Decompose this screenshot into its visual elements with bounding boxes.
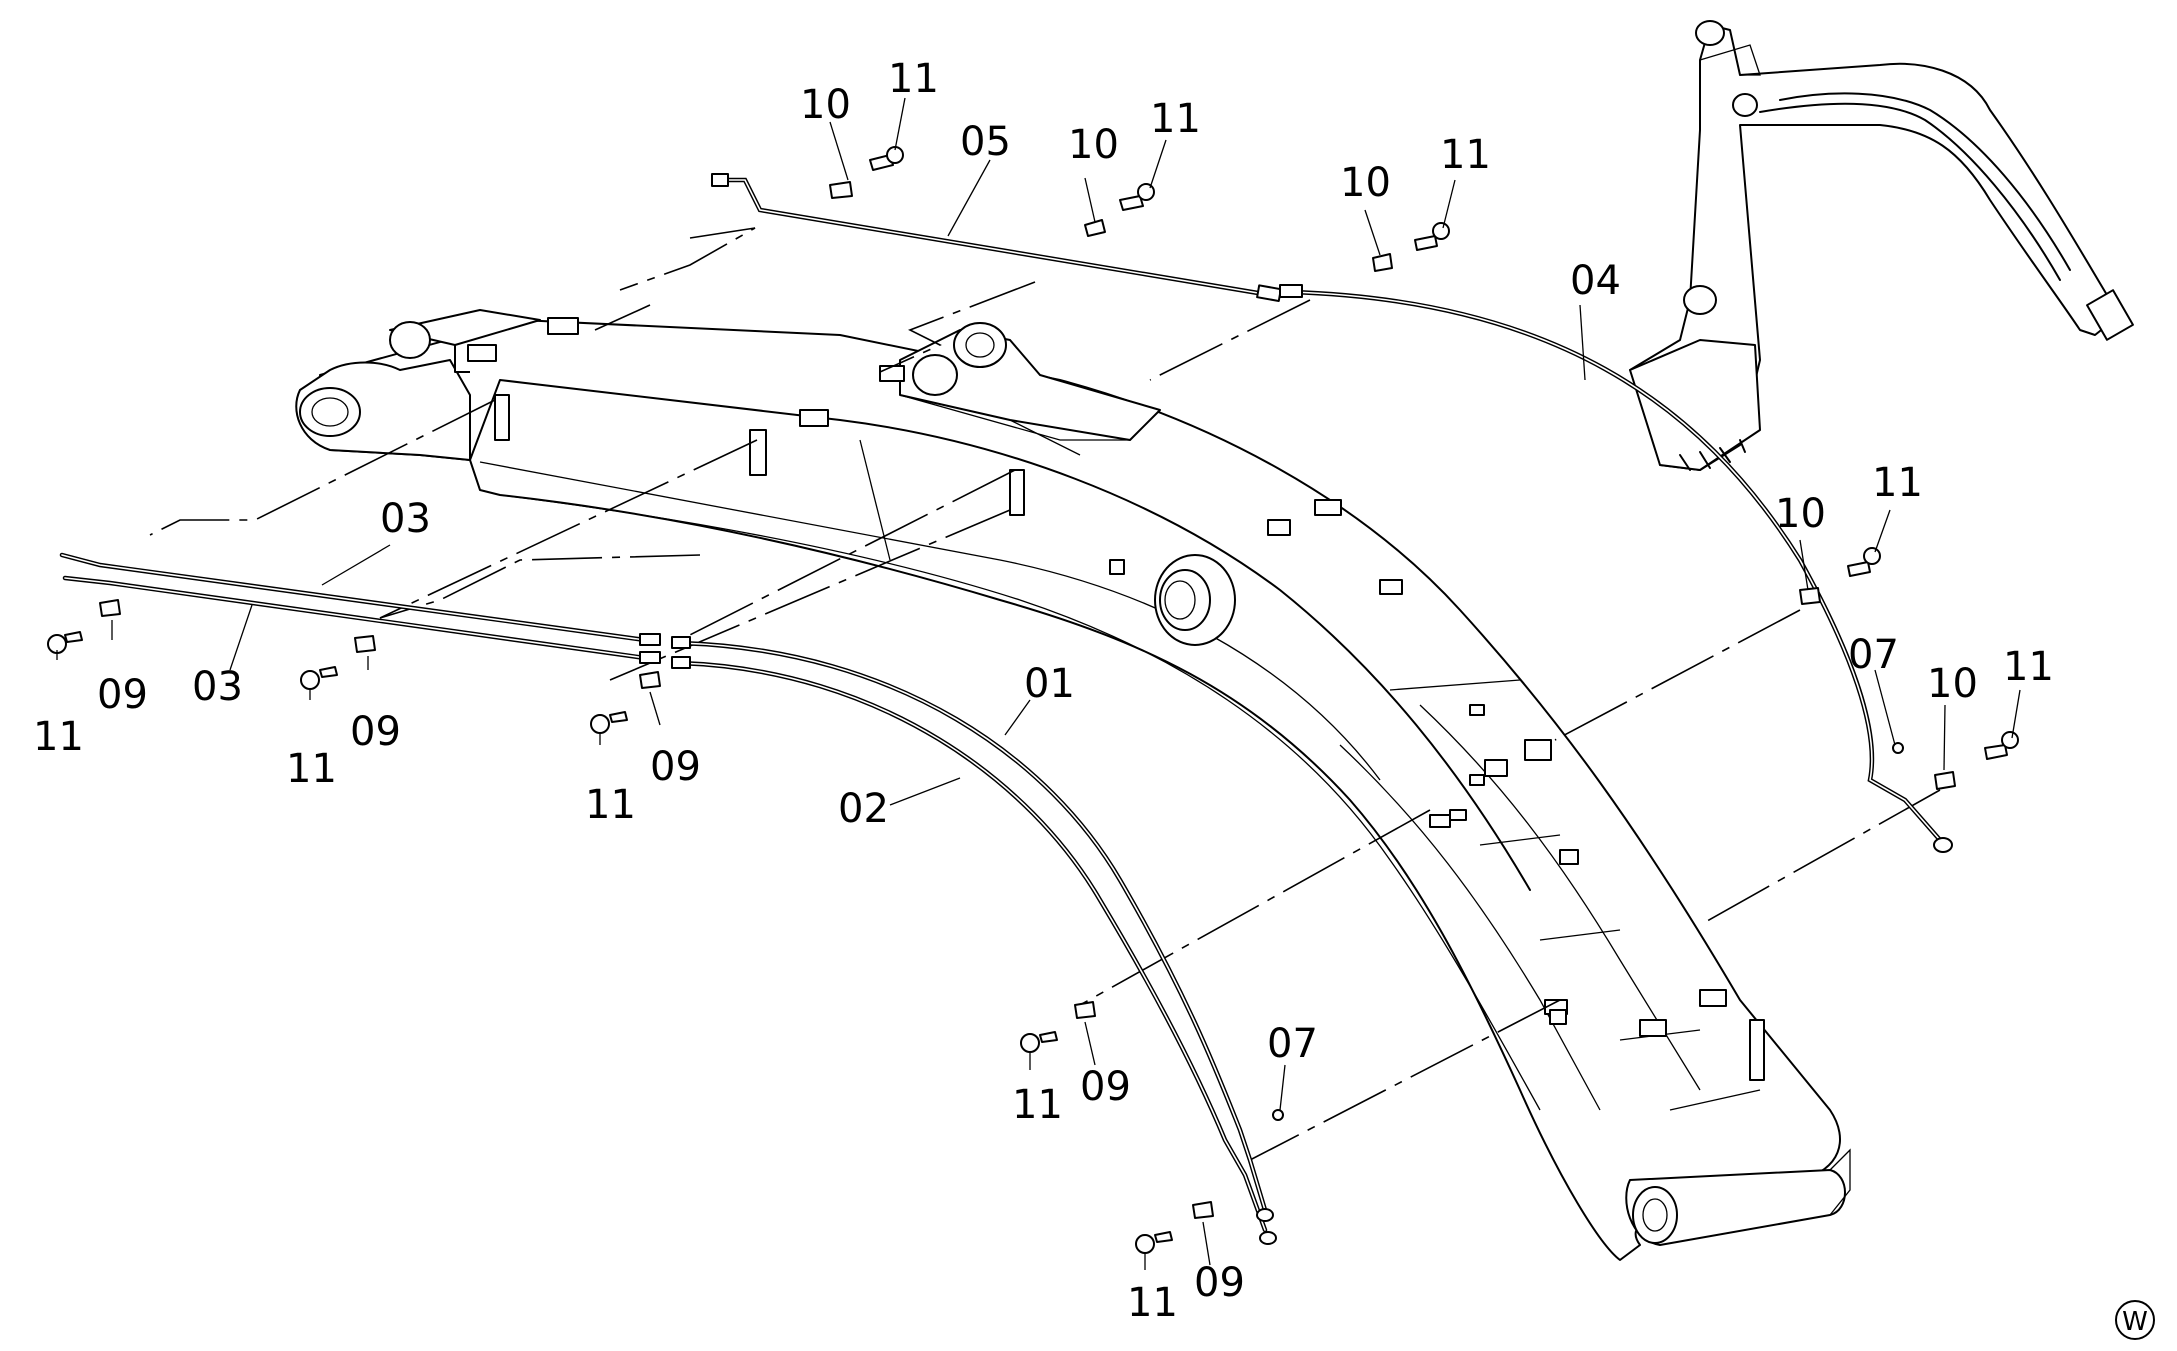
- label-11: 11: [1127, 1280, 1178, 1326]
- pipe-01: [677, 640, 1268, 1213]
- label-10: 10: [800, 82, 851, 128]
- label-07: 07: [1848, 632, 1899, 678]
- label-07: 07: [1267, 1021, 1318, 1067]
- label-01: 01: [1024, 661, 1075, 707]
- part-labels: 10 11 05 10 11 10 11 04 10 11 07 10 11 0…: [33, 56, 2054, 1326]
- label-09: 09: [1194, 1260, 1245, 1306]
- corner-mark: W: [2115, 1300, 2155, 1340]
- pipes: [59, 173, 1953, 1245]
- label-11: 11: [286, 746, 337, 792]
- label-09: 09: [1080, 1064, 1131, 1110]
- label-10: 10: [1927, 661, 1978, 707]
- label-10: 10: [1340, 160, 1391, 206]
- corner-mark-circle: [2115, 1300, 2155, 1340]
- corner-mark-letter: W: [2122, 1307, 2148, 1337]
- label-11: 11: [2003, 644, 2054, 690]
- boom-body: [295, 309, 1851, 1261]
- arm-inset: [1629, 20, 2134, 471]
- label-11: 11: [33, 714, 84, 760]
- pipe-05: [717, 177, 1273, 298]
- label-09: 09: [650, 744, 701, 790]
- label-11: 11: [1012, 1082, 1063, 1128]
- label-10: 10: [1775, 491, 1826, 537]
- fasteners: [47, 146, 2019, 1254]
- label-10: 10: [1068, 122, 1119, 168]
- label-09: 09: [350, 709, 401, 755]
- label-05: 05: [960, 119, 1011, 165]
- label-09: 09: [97, 672, 148, 718]
- label-11: 11: [1872, 460, 1923, 506]
- label-03: 03: [192, 664, 243, 710]
- label-11: 11: [1150, 96, 1201, 142]
- pipe-02: [677, 660, 1268, 1233]
- label-11: 11: [888, 56, 939, 102]
- mounting-tabs: [467, 317, 1765, 1081]
- label-11: 11: [1440, 132, 1491, 178]
- leader-lines: [56, 97, 2021, 1270]
- label-11: 11: [585, 782, 636, 828]
- label-02: 02: [838, 786, 889, 832]
- label-04: 04: [1570, 258, 1621, 304]
- label-03: 03: [380, 496, 431, 542]
